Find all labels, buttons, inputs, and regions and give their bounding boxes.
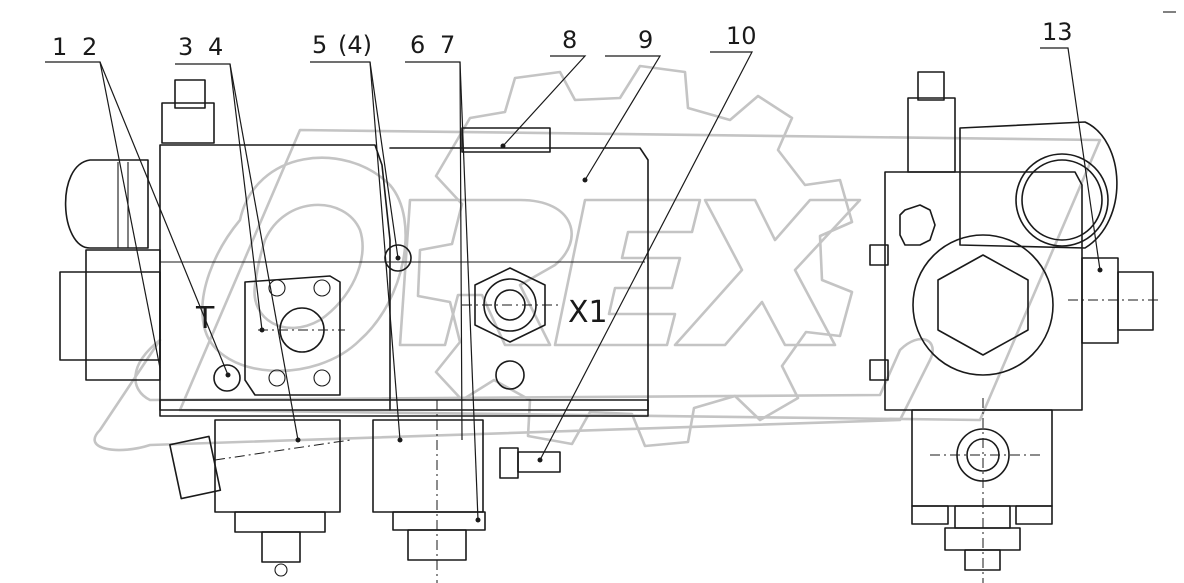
top-cap-1 [174, 79, 206, 109]
leader-3 [175, 63, 263, 331]
side-hex-ring [912, 234, 1054, 376]
leader-5-dot [395, 255, 401, 261]
test-port-body [499, 447, 519, 479]
leader-6 [405, 61, 463, 441]
side-lug-1 [869, 244, 889, 266]
bolt-2 [313, 279, 331, 297]
leader-5 [310, 61, 399, 259]
front-view [59, 79, 649, 583]
lower-stem-3 [261, 531, 301, 563]
side-fitting-body [1117, 271, 1154, 331]
leader-8 [502, 55, 587, 147]
leader-4-dot [295, 437, 301, 443]
centerline-h3 [214, 439, 351, 461]
leader-1 [45, 61, 161, 369]
callout-7: 7 [440, 31, 455, 59]
port-label-t: T [195, 301, 215, 336]
leader-13-dot [1097, 267, 1103, 273]
flange-plate [244, 275, 341, 396]
leader-2-dot [225, 372, 231, 378]
leader-13 [1040, 47, 1101, 271]
left-coil [64, 159, 149, 249]
watermark-o-inner [253, 203, 364, 330]
top-cap-base [161, 102, 215, 144]
side-lower-foot-l [911, 505, 949, 525]
lower-plug-left [169, 435, 222, 500]
x1-hex-fitting [474, 267, 546, 343]
side-lower-block [911, 409, 1053, 507]
side-small-hex [899, 204, 936, 246]
lower-tip-3 [274, 563, 288, 577]
leader-lines [45, 47, 1103, 523]
plug-lower [495, 360, 525, 390]
watermark-r [398, 198, 573, 347]
bolt-3 [268, 369, 286, 387]
callout-6: 6 [410, 31, 425, 59]
leader-3-dot [259, 327, 265, 333]
watermark-o-outer [201, 156, 407, 373]
port-label-x1: X1 [568, 295, 608, 330]
callout-2: 2 [82, 33, 97, 61]
side-lower-tip [964, 549, 1001, 571]
leader-9 [584, 55, 662, 181]
lower-solenoid-3 [214, 419, 341, 513]
side-lower-foot-r [1015, 505, 1053, 525]
leader-5b-dot [397, 437, 403, 443]
leader-9-dot [582, 177, 588, 183]
callout-5: 5 [312, 31, 327, 59]
base-plate [159, 399, 649, 417]
leader-2 [99, 61, 229, 376]
callout-5-paren: (4) [338, 31, 372, 59]
bolt-4 [313, 369, 331, 387]
leader-7 [459, 61, 479, 521]
callout-13: 13 [1042, 18, 1073, 46]
bolt-1 [268, 279, 286, 297]
callout-9: 9 [638, 26, 653, 54]
callout-1: 1 [52, 33, 67, 61]
watermark-swoosh [93, 337, 934, 452]
callout-labels: 1 2 3 4 5 (4) 6 7 8 9 10 13 [52, 18, 1073, 61]
watermark-x [673, 198, 862, 347]
plug-2 [213, 364, 241, 392]
top-block-8 [461, 127, 551, 153]
lower-left-body [85, 249, 161, 381]
lower-left-coil [59, 271, 161, 361]
side-view [869, 71, 1160, 583]
callout-3: 3 [178, 33, 193, 61]
leader-7-dot [475, 517, 481, 523]
watermark-e [553, 198, 702, 347]
side-large-port-ring [1015, 153, 1109, 247]
callout-4: 4 [208, 33, 223, 61]
watermark-logo [93, 64, 1102, 452]
lower-nut-6 [392, 511, 486, 531]
leader-5b [369, 61, 401, 441]
callout-8: 8 [562, 26, 577, 54]
side-top-cap [917, 71, 945, 101]
leader-10-dot [537, 457, 543, 463]
side-big-hex [937, 254, 1029, 356]
right-housing [389, 147, 649, 411]
side-top-plate [959, 121, 1118, 249]
test-port-cap [517, 451, 561, 473]
side-lug-2 [869, 359, 889, 381]
leader-4 [229, 63, 299, 441]
lower-nut-3 [234, 511, 326, 533]
leader-8-dot [500, 143, 506, 149]
callout-10: 10 [726, 22, 757, 50]
watermark-frame [178, 128, 1102, 422]
side-large-port [1021, 159, 1103, 241]
leader-10 [539, 51, 753, 461]
watermark-gear-outline [416, 64, 854, 448]
side-top-block [907, 97, 956, 173]
